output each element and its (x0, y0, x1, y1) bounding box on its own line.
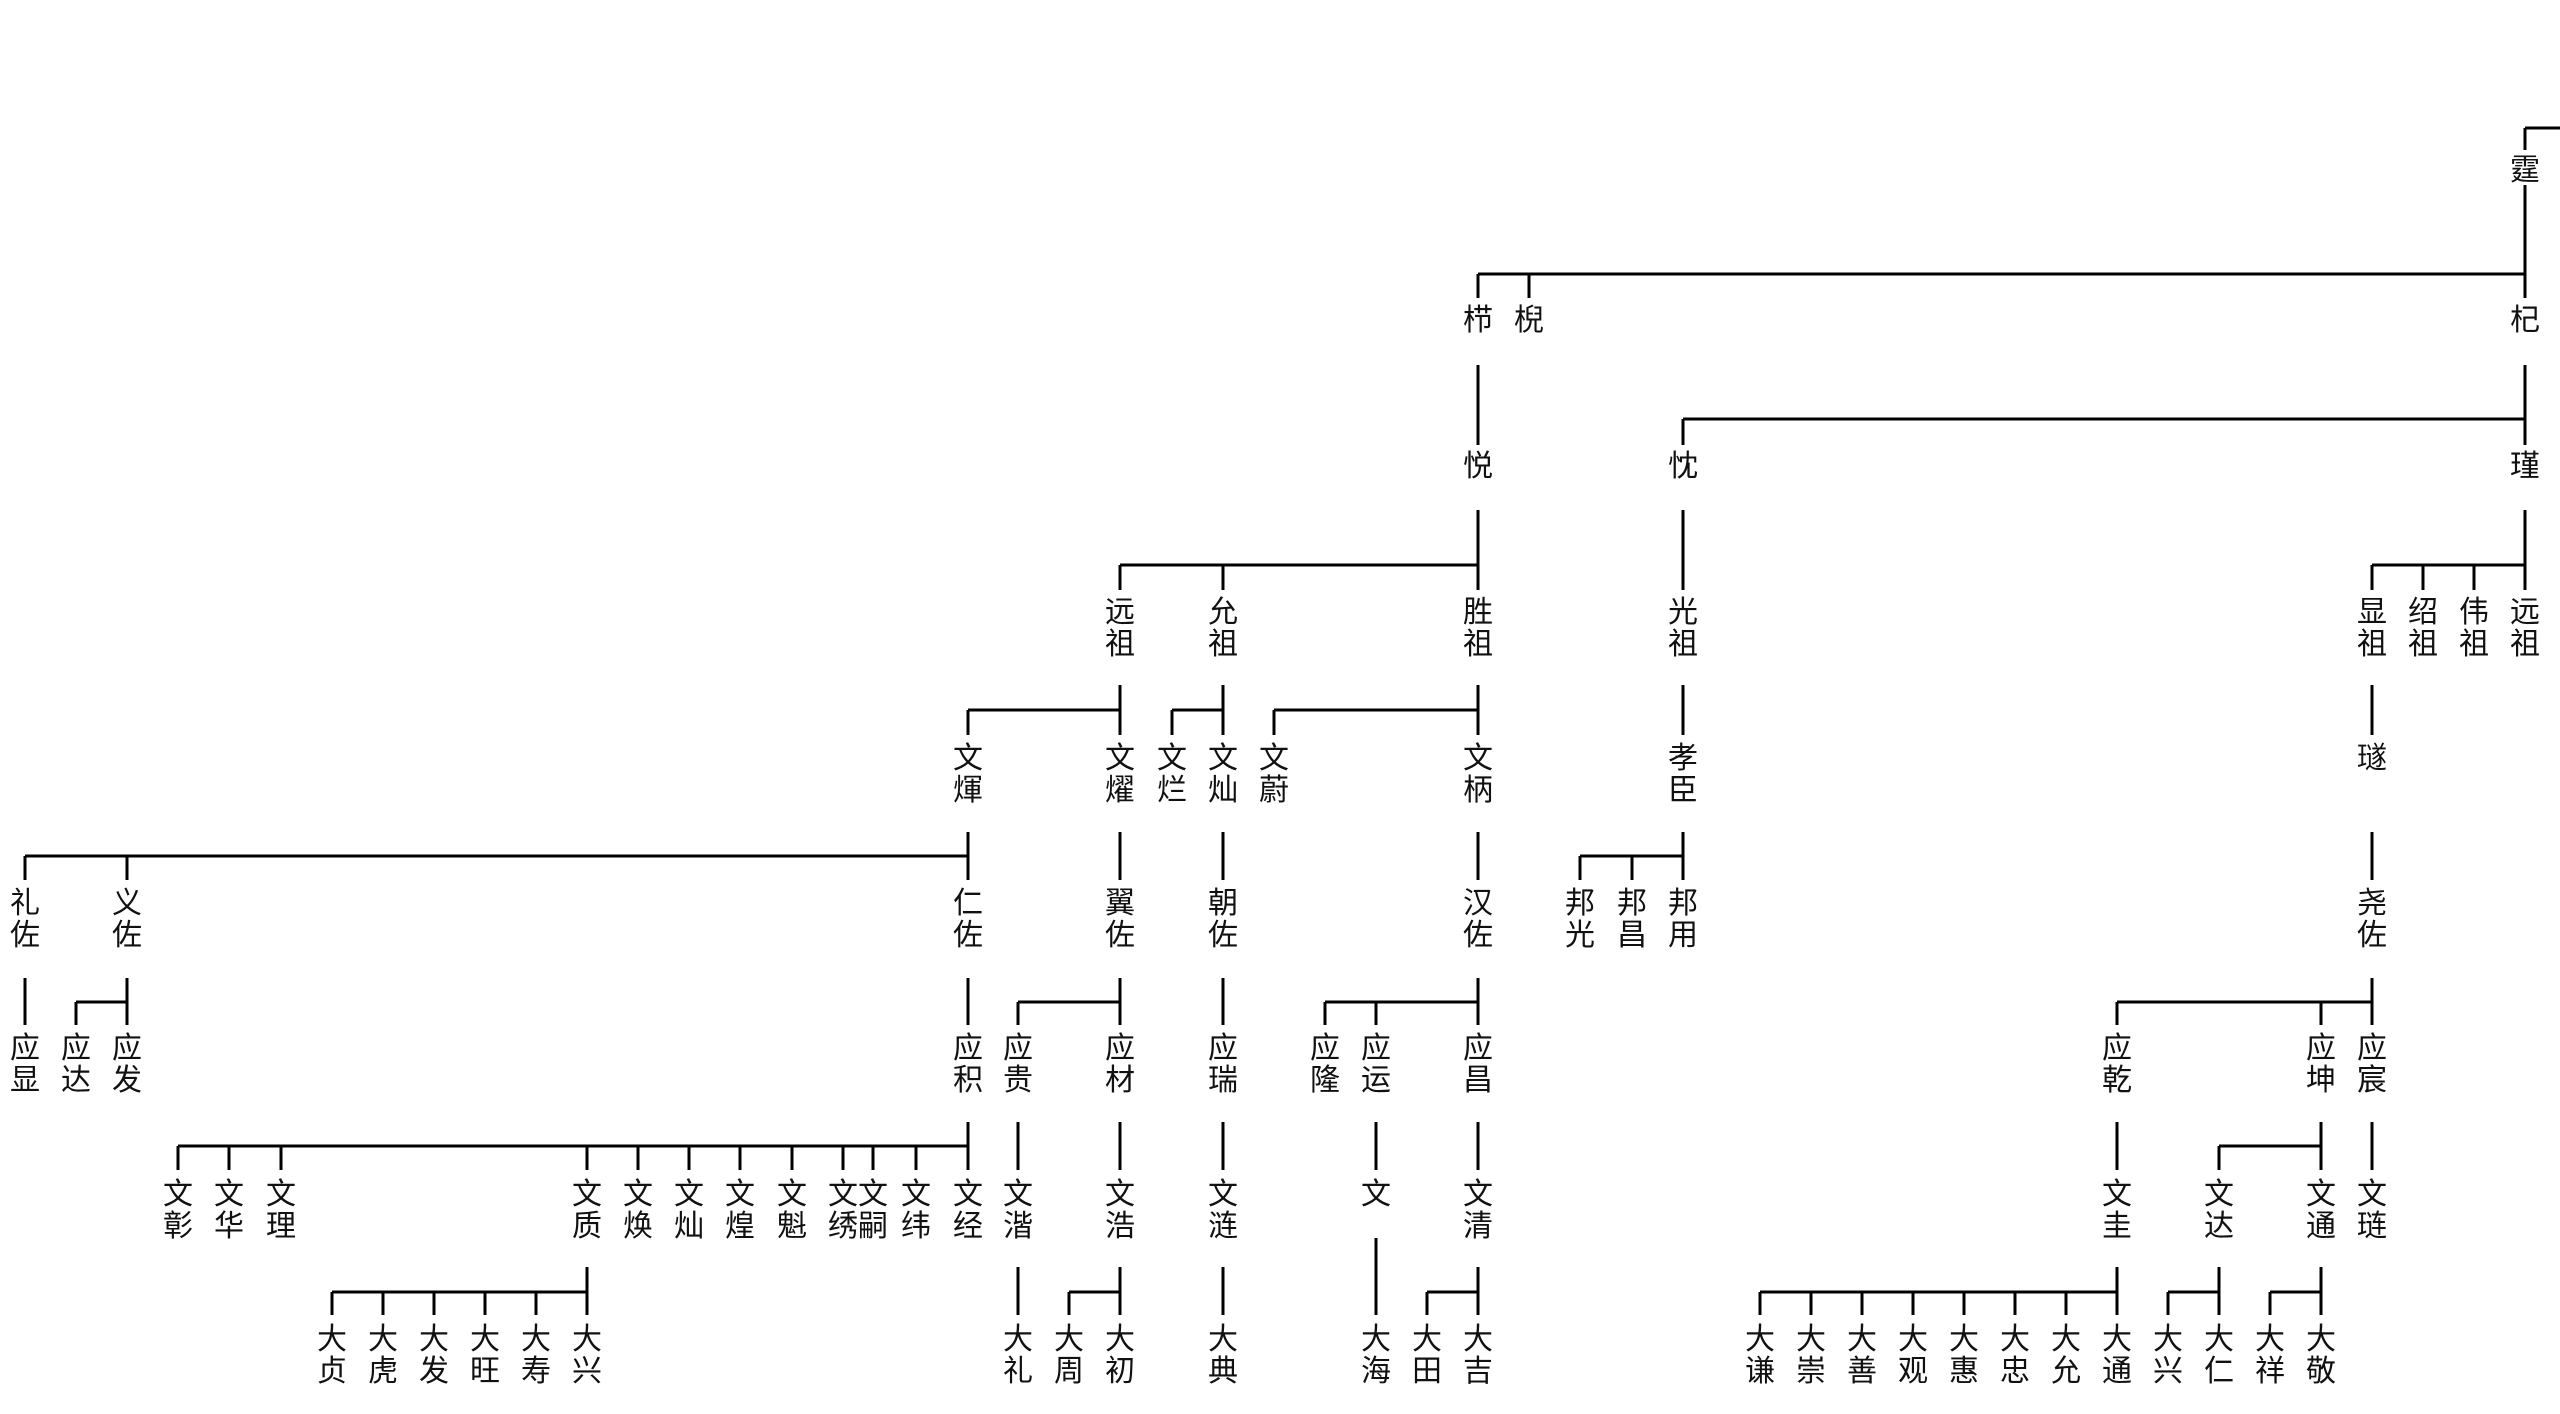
person-yingyun: 应运 (1361, 1031, 1391, 1098)
person-wentong: 文通 (2306, 1177, 2336, 1244)
person-bangyong: 邦用 (1668, 886, 1698, 953)
person-dachu: 大初 (1105, 1322, 1135, 1389)
person-yingcai: 应材 (1105, 1031, 1135, 1098)
person-dahai: 大海 (1361, 1322, 1391, 1389)
person-dazhen: 大贞 (317, 1322, 347, 1389)
person-xianzu: 显祖 (2357, 595, 2387, 662)
person-yingchang: 应昌 (1463, 1031, 1493, 1098)
person-jin: 瑾 (2510, 449, 2540, 484)
person-daxing: 大兴 (572, 1322, 602, 1389)
person-wenlian: 文涟 (1208, 1177, 1238, 1244)
person-wenhuang: 文煌 (725, 1177, 755, 1244)
person-yunzu: 允祖 (1208, 595, 1238, 662)
person-shaozu: 绍祖 (2408, 595, 2438, 662)
person-ting: 霆 (2510, 153, 2540, 188)
connector-lines (23, 126, 2560, 1315)
person-yingrui: 应瑞 (1208, 1031, 1238, 1098)
person-wenkui: 文魁 (777, 1177, 807, 1244)
person-daji: 大吉 (1463, 1322, 1493, 1389)
person-yingfa: 应发 (112, 1031, 142, 1098)
person-daxiang: 大祥 (2255, 1322, 2285, 1389)
person-wenlian2: 文琏 (2357, 1177, 2387, 1244)
person-chen: 忱 (1668, 449, 1698, 484)
person-wenyao: 文燿 (1105, 741, 1135, 808)
person-daqian: 大谦 (1745, 1322, 1775, 1389)
person-wenqing: 文清 (1463, 1177, 1493, 1244)
person-datong: 大通 (2102, 1322, 2132, 1389)
person-datian: 大田 (1412, 1322, 1442, 1389)
person-wenxiu: 文绣 (828, 1177, 858, 1244)
person-wen: 文 (1361, 1177, 1391, 1212)
person-yingda: 应达 (61, 1031, 91, 1098)
person-sui: 璲 (2357, 741, 2387, 776)
person-daren: 大仁 (2204, 1322, 2234, 1389)
person-yinggui: 应贵 (1003, 1031, 1033, 1098)
person-daxing2: 大兴 (2153, 1322, 2183, 1389)
person-wenlan: 文烂 (1157, 741, 1187, 808)
person-lizuo: 礼佐 (10, 886, 40, 953)
person-wencut: 文嗣 (858, 1177, 888, 1244)
person-yingkun: 应坤 (2306, 1031, 2336, 1098)
person-guangzu: 光祖 (1668, 595, 1698, 662)
person-daguan: 大观 (1898, 1322, 1928, 1389)
person-wenwei2: 文纬 (901, 1177, 931, 1244)
person-chaozuo: 朝佐 (1208, 886, 1238, 953)
person-dashou: 大寿 (521, 1322, 551, 1389)
person-yingji: 应积 (953, 1031, 983, 1098)
person-yuanzu_r: 远祖 (2510, 595, 2540, 662)
person-wengui: 文圭 (2102, 1177, 2132, 1244)
person-yingchen: 应宸 (2357, 1031, 2387, 1098)
person-dashan: 大善 (1847, 1322, 1877, 1389)
person-wencan: 文灿 (1208, 741, 1238, 808)
person-dahui: 大惠 (1949, 1322, 1979, 1389)
person-yingxian: 应显 (10, 1031, 40, 1098)
person-dayun: 大允 (2051, 1322, 2081, 1389)
person-dazhong: 大忠 (2000, 1322, 2030, 1389)
person-bangchang: 邦昌 (1617, 886, 1647, 953)
person-dafa: 大发 (419, 1322, 449, 1389)
person-yizuo2: 翼佐 (1105, 886, 1135, 953)
person-bangguang: 邦光 (1565, 886, 1595, 953)
person-wenli: 文理 (266, 1177, 296, 1244)
person-xiaochen: 孝臣 (1668, 741, 1698, 808)
person-wencan2: 文灿 (674, 1177, 704, 1244)
person-wenwei: 文蔚 (1259, 741, 1289, 808)
person-wenzhang: 文彰 (163, 1177, 193, 1244)
person-nodes: 霆杞栉棿瑾悦忱显祖绍祖伟祖远祖远祖允祖胜祖光祖璲文煇文燿文烂文灿文蔚文柄孝臣礼佐… (10, 153, 2540, 1389)
person-yinglong: 应隆 (1310, 1031, 1340, 1098)
person-dahu: 大虎 (368, 1322, 398, 1389)
person-wenda: 文达 (2204, 1177, 2234, 1244)
person-dawang: 大旺 (470, 1322, 500, 1389)
person-renzuo: 仁佐 (953, 886, 983, 953)
person-dadian: 大典 (1208, 1322, 1238, 1389)
person-yue2: 悦 (1463, 449, 1493, 484)
person-weizu: 伟祖 (2459, 595, 2489, 662)
person-yizuo: 义佐 (112, 886, 142, 953)
person-dajing: 大敬 (2306, 1322, 2336, 1389)
person-qi: 杞 (2510, 303, 2540, 338)
person-wenkai: 文湝 (1003, 1177, 1033, 1244)
person-wenhua: 文华 (214, 1177, 244, 1244)
person-wenbing: 文柄 (1463, 741, 1493, 808)
person-dachong: 大崇 (1796, 1322, 1826, 1389)
person-yingqian: 应乾 (2102, 1031, 2132, 1098)
person-wenhao: 文浩 (1105, 1177, 1135, 1244)
person-wenzhi: 文质 (572, 1177, 602, 1244)
person-jie: 栉 (1463, 303, 1493, 338)
person-dali: 大礼 (1003, 1322, 1033, 1389)
person-yue: 棿 (1514, 303, 1544, 338)
person-shengzu: 胜祖 (1463, 595, 1493, 662)
person-wenjing: 文经 (953, 1177, 983, 1244)
person-wenhuan: 文焕 (623, 1177, 653, 1244)
person-yuanzu_l: 远祖 (1105, 595, 1135, 662)
person-wenhui: 文煇 (953, 741, 983, 808)
person-yaozuo: 尧佐 (2357, 886, 2387, 953)
person-dazhou: 大周 (1054, 1322, 1084, 1389)
person-hanzuo: 汉佐 (1463, 886, 1493, 953)
